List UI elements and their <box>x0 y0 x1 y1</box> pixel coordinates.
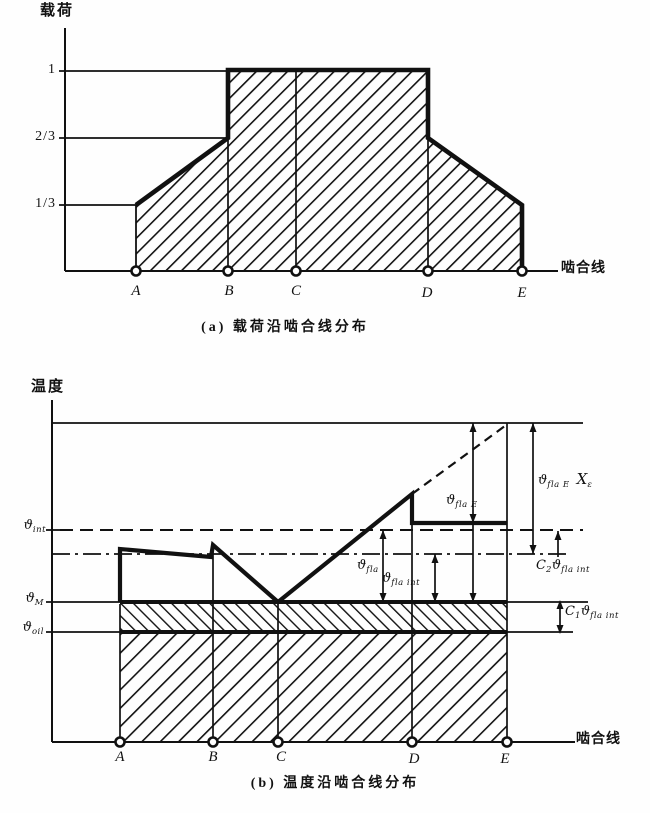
level-lines-a <box>59 70 228 206</box>
point-label-b-D: D <box>408 751 420 767</box>
point-label-a-E: E <box>517 285 527 301</box>
vertical-lines-b <box>119 423 508 742</box>
point-label-b-A: A <box>115 749 125 765</box>
point-label-a-C: C <box>290 283 301 299</box>
theta-fla-label: ϑfla <box>357 558 379 575</box>
point-label-a-A: A <box>131 283 141 299</box>
temperature-curve <box>117 489 507 605</box>
band-hatch <box>120 602 507 632</box>
load-curve <box>134 67 525 267</box>
point-label-a-B: B <box>224 283 234 299</box>
tick-1: 1 <box>48 62 56 77</box>
mesh-points-a <box>130 265 528 277</box>
tick-1-3: 1/3 <box>35 196 56 211</box>
y-axis-title-a: 载荷 <box>40 3 75 19</box>
figure-a-lines <box>59 28 558 277</box>
point-label-b-E: E <box>500 751 510 767</box>
point-label-b-B: B <box>208 749 218 765</box>
y-axis-title-b: 温度 <box>31 379 66 395</box>
mesh-points-b <box>114 736 513 748</box>
c1-theta-fla-int-label: C1ϑfla int <box>565 604 619 621</box>
lower-hatch <box>120 632 507 742</box>
point-label-b-C: C <box>275 749 286 765</box>
dimension-arrows <box>379 423 564 634</box>
extrapolated-dashed-slope <box>411 422 510 495</box>
x-axis-title-a: 啮合线 <box>561 261 606 276</box>
x-axis-title-b: 啮合线 <box>576 732 621 747</box>
theta-int-label: ϑint <box>23 518 46 535</box>
caption-a: (a) 载荷沿啮合线分布 <box>201 320 369 335</box>
point-label-a-D: D <box>421 285 433 301</box>
theta-oil-label: ϑoil <box>22 620 44 637</box>
caption-b: (b) 温度沿啮合线分布 <box>250 776 420 791</box>
tick-2-3: 2/3 <box>35 129 56 144</box>
theta-M-label: ϑM <box>25 591 44 608</box>
axes-b <box>51 400 575 743</box>
axes-a <box>64 28 558 272</box>
theta-fla-int-label: ϑfla int <box>382 571 421 588</box>
figure-b-lines <box>46 400 588 748</box>
vertical-lines-a <box>227 70 429 271</box>
theta-fla-E-label: ϑfla E <box>446 493 478 510</box>
c2-theta-fla-int-label: C2ϑfla int <box>536 558 590 575</box>
load-area-hatch <box>136 70 522 271</box>
